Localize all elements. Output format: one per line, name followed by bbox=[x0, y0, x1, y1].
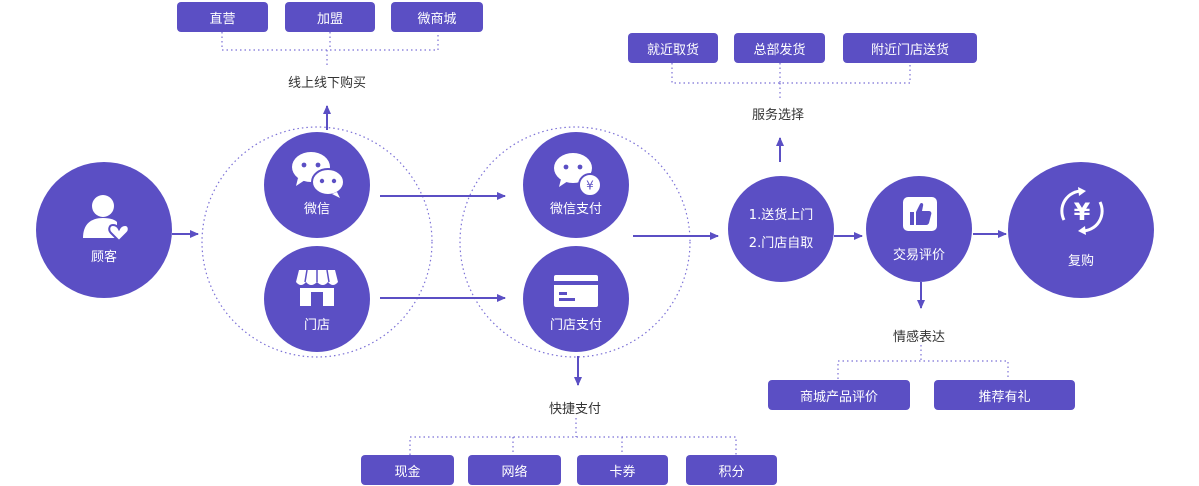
wechat-icon bbox=[292, 152, 345, 198]
service-bracket bbox=[671, 63, 911, 98]
delivery-line1: 1.送货上门 bbox=[748, 208, 814, 223]
svg-text:¥: ¥ bbox=[1074, 198, 1091, 226]
emotion-option-product-review: 商城产品评价 bbox=[768, 380, 910, 410]
channel-wechat-node: 微信 bbox=[264, 132, 370, 238]
thumbs-up-icon bbox=[903, 197, 937, 231]
quickpay-caption: 快捷支付 bbox=[549, 402, 602, 417]
quickpay-bracket bbox=[409, 418, 737, 455]
review-node: 交易评价 bbox=[866, 176, 972, 282]
delivery-node: 1.送货上门 2.门店自取 bbox=[728, 176, 834, 282]
channel-wechat-label: 微信 bbox=[303, 202, 330, 217]
wechat-pay-icon: ¥ bbox=[554, 153, 602, 197]
emotion-bracket bbox=[837, 345, 1009, 379]
channel-group-ring bbox=[201, 126, 433, 358]
purchase-option-direct: 直营 bbox=[177, 2, 268, 32]
service-option-hq-ship: 总部发货 bbox=[734, 33, 825, 63]
quickpay-option-cash: 现金 bbox=[361, 455, 454, 485]
repurchase-label: 复购 bbox=[1067, 254, 1094, 269]
payment-store-node: 门店支付 bbox=[523, 246, 629, 352]
yuan-cycle-icon: ¥ bbox=[1060, 187, 1104, 235]
quickpay-option-coupon: 卡券 bbox=[577, 455, 668, 485]
channel-store-node: 门店 bbox=[264, 246, 370, 352]
purchase-bracket bbox=[221, 32, 439, 66]
person-heart-icon bbox=[83, 195, 129, 242]
payment-store-label: 门店支付 bbox=[549, 318, 602, 333]
purchase-option-microstore: 微商城 bbox=[391, 2, 483, 32]
service-option-nearby-store-delivery: 附近门店送货 bbox=[843, 33, 977, 63]
service-option-nearby-pickup: 就近取货 bbox=[628, 33, 718, 63]
review-label: 交易评价 bbox=[892, 248, 945, 263]
purchase-caption: 线上线下购买 bbox=[288, 76, 367, 91]
quickpay-option-online: 网络 bbox=[468, 455, 561, 485]
customer-node: 顾客 bbox=[36, 162, 172, 298]
repurchase-node: ¥ 复购 bbox=[1008, 162, 1154, 298]
emotion-caption: 情感表达 bbox=[893, 330, 946, 345]
store-icon bbox=[296, 269, 338, 306]
quickpay-option-points: 积分 bbox=[686, 455, 777, 485]
service-caption: 服务选择 bbox=[752, 108, 805, 123]
purchase-option-franchise: 加盟 bbox=[285, 2, 375, 32]
channel-store-label: 门店 bbox=[303, 318, 330, 333]
svg-text:¥: ¥ bbox=[586, 179, 594, 193]
payment-wechat-node: ¥ 微信支付 bbox=[523, 132, 629, 238]
payment-group-ring bbox=[459, 126, 691, 358]
payment-wechat-label: 微信支付 bbox=[549, 202, 602, 217]
delivery-line2: 2.门店自取 bbox=[748, 236, 814, 251]
emotion-option-referral-gift: 推荐有礼 bbox=[934, 380, 1075, 410]
card-icon bbox=[554, 275, 598, 307]
customer-label: 顾客 bbox=[90, 250, 117, 265]
